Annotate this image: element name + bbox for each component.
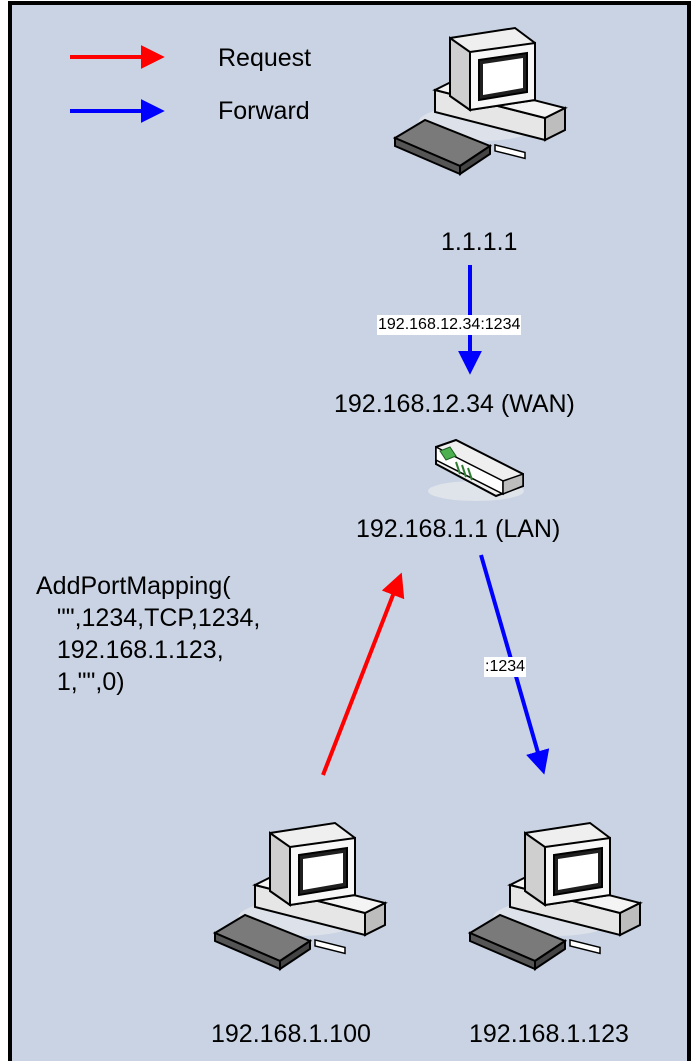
router-lan-label: 192.168.1.1 (LAN) (356, 515, 561, 543)
call-line: AddPortMapping( (36, 572, 231, 600)
call-line: "",1234,TCP,1234, (36, 604, 261, 632)
router-icon (428, 438, 524, 501)
legend-request-label: Request (218, 44, 312, 72)
call-line: 192.168.1.123, (36, 636, 224, 664)
add-port-mapping-call: AddPortMapping( "",1234,TCP,1234, 192.16… (36, 570, 260, 698)
client-left-label: 192.168.1.100 (211, 1020, 371, 1048)
router-wan-label: 192.168.12.34 (WAN) (334, 390, 575, 418)
request-arrow (321, 572, 405, 776)
call-line: 1,"",0) (36, 668, 125, 696)
internet-host-label: 1.1.1.1 (441, 228, 518, 256)
client-right-label: 192.168.1.123 (469, 1020, 629, 1048)
legend-forward-label: Forward (218, 97, 310, 125)
lan-forward-label: :1234 (484, 657, 527, 677)
wan-forward-label: 192.168.12.34:1234 (377, 315, 522, 335)
